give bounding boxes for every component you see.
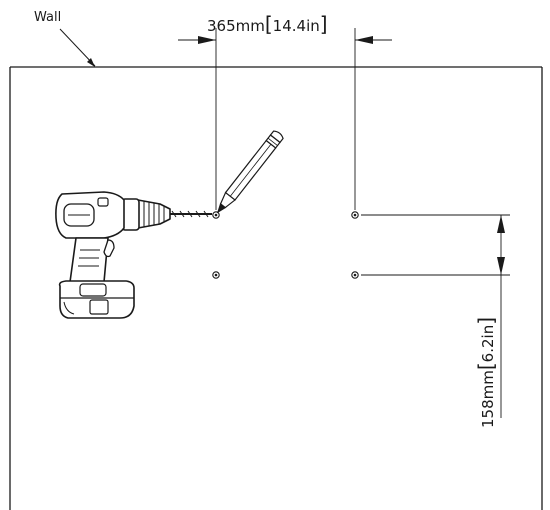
- vertical-dimension-mm: 158mm: [479, 370, 497, 428]
- wall-label: Wall: [34, 10, 61, 25]
- power-drill-icon: [55, 191, 212, 319]
- drill-hole: [351, 271, 359, 279]
- wall-leader-arrow: [59, 28, 96, 67]
- vertical-dimension-in: 6.2in: [479, 325, 497, 363]
- pencil-icon: [216, 130, 284, 214]
- drill-hole: [212, 271, 220, 279]
- wall-outline: [9, 66, 543, 510]
- vertical-dimension: 158mm[6.2in]: [361, 214, 510, 428]
- horizontal-dimension-mm: 365mm: [207, 17, 265, 35]
- svg-text:365mm[14.4in]: 365mm[14.4in]: [207, 12, 328, 36]
- drill-hole: [351, 211, 359, 219]
- drill-hole: [212, 211, 220, 219]
- horizontal-dimension-in: 14.4in: [273, 17, 320, 35]
- horizontal-dimension: 365mm[14.4in]: [178, 12, 392, 210]
- svg-text:158mm[6.2in]: 158mm[6.2in]: [474, 317, 498, 428]
